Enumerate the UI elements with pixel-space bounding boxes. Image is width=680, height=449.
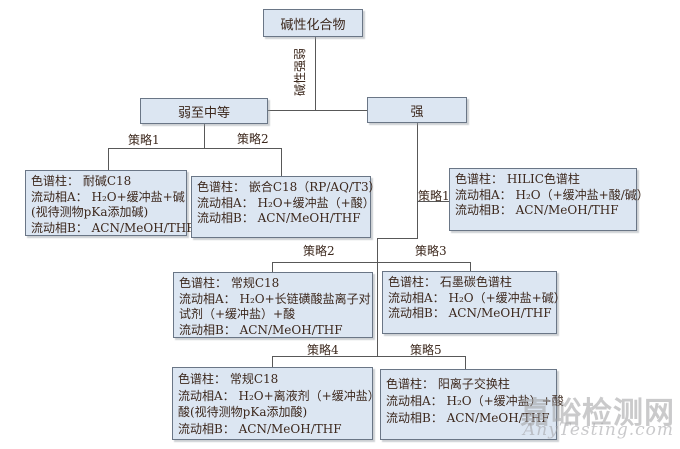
node-weak-to-medium: 弱至中等: [140, 98, 268, 124]
connector-line: [268, 110, 367, 111]
connector-line: [315, 37, 316, 110]
connector-line: [272, 262, 273, 272]
connector-line: [377, 238, 378, 356]
method-line: 流动相B： ACN/MeOH/THF: [386, 411, 550, 425]
connector-line: [465, 356, 466, 369]
connector-line: [204, 124, 205, 148]
connector-line: [470, 262, 471, 271]
method-box-regular-c18-chaotrope: 色谱柱： 常规C18 流动相A： H₂O+离液剂（+缓冲盐）+ 酸(视待测物pK…: [172, 367, 390, 440]
method-line: (视待测物pKa添加碱): [31, 205, 149, 219]
strategy-label-strong-5: 策略5: [410, 343, 442, 357]
node-basic-compound-label: 碱性化合物: [280, 17, 346, 33]
method-line: 色谱柱： 耐碱C18: [31, 174, 132, 188]
method-line: 试剂（+缓冲盐）+酸: [179, 307, 296, 321]
connector-line: [272, 262, 470, 263]
strategy-label-strong-1: 策略1: [418, 189, 450, 203]
method-line: 色谱柱： 阳离子交换柱: [386, 377, 510, 391]
connector-line: [272, 356, 273, 367]
connector-line: [417, 123, 418, 239]
method-line: 流动相A： H₂O（+缓冲盐+酸/碱）: [455, 187, 649, 202]
node-strong-label: 强: [410, 104, 424, 120]
watermark-domain: AnyTesting.com: [523, 420, 675, 440]
strategy-label-weak-2: 策略2: [237, 132, 269, 146]
method-line: 流动相B： ACN/MeOH/THF: [178, 421, 342, 436]
method-line: 流动相A： H₂O（+缓冲盐+碱）: [388, 290, 566, 305]
method-box-regular-c18-ion-pair: 色谱柱： 常规C18 流动相A： H₂O+长链磺酸盐离子对 试剂（+缓冲盐）+酸…: [173, 272, 373, 338]
method-line: 色谱柱： 嵌合C18（RP/AQ/T3）: [197, 180, 381, 194]
method-line: 流动相A： H₂O（+缓冲盐）+酸: [386, 394, 564, 408]
connector-line: [377, 238, 418, 239]
method-line: 色谱柱： 常规C18: [179, 276, 280, 290]
method-line: 流动相B： ACN/MeOH/THF: [388, 306, 552, 320]
method-line: 流动相B： ACN/MeOH/THF: [197, 211, 361, 225]
strategy-label-strong-3: 策略3: [415, 244, 447, 258]
method-line: 流动相B： ACN/MeOH/THF: [31, 220, 195, 235]
connector-line: [108, 148, 109, 170]
method-line: 流动相A： H₂O+长链磺酸盐离子对: [179, 291, 371, 306]
method-box-alkali-resistant-c18: 色谱柱： 耐碱C18 流动相A： H₂O+缓冲盐+碱 (视待测物pKa添加碱) …: [25, 170, 195, 236]
node-strong: 强: [367, 97, 467, 123]
method-line: 流动相A： H₂O+缓冲盐+碱: [31, 189, 185, 204]
basicity-axis-label: 碱性强弱: [293, 48, 307, 97]
connector-line: [281, 148, 282, 176]
method-box-hybrid-c18: 色谱柱： 嵌合C18（RP/AQ/T3） 流动相A： H₂O+缓冲盐（+酸） 流…: [191, 176, 381, 238]
method-line: 流动相B： ACN/MeOH/THF: [455, 203, 619, 217]
method-line: 色谱柱： 常规C18: [178, 372, 279, 386]
method-line: 流动相A： H₂O+缓冲盐（+酸）: [197, 195, 375, 210]
strategy-label-strong-2: 策略2: [303, 244, 335, 258]
method-box-hilic: 色谱柱： HILIC色谱柱 流动相A： H₂O（+缓冲盐+酸/碱） 流动相B： …: [449, 168, 649, 231]
method-box-graphite-carbon: 色谱柱： 石墨碳色谱柱 流动相A： H₂O（+缓冲盐+碱） 流动相B： ACN/…: [382, 271, 566, 334]
strategy-label-weak-1: 策略1: [128, 133, 160, 147]
strategy-label-strong-4: 策略4: [307, 343, 339, 357]
method-box-cation-exchange: 色谱柱： 阳离子交换柱 流动相A： H₂O（+缓冲盐）+酸 流动相B： ACN/…: [380, 369, 564, 440]
method-line: 酸(视待测物pKa添加酸): [178, 405, 308, 419]
connector-line: [272, 356, 465, 357]
method-line: 流动相B： ACN/MeOH/THF: [179, 322, 343, 337]
method-line: 流动相A： H₂O+离液剂（+缓冲盐）+: [178, 388, 390, 403]
connector-line: [417, 201, 449, 202]
connector-line: [108, 148, 281, 149]
node-weak-to-medium-label: 弱至中等: [177, 105, 230, 121]
method-line: 色谱柱： 石墨碳色谱柱: [388, 275, 512, 289]
method-line: 色谱柱： HILIC色谱柱: [455, 172, 580, 186]
node-basic-compound: 碱性化合物: [263, 9, 363, 37]
watermark-site-name: 嘉峪检测网: [520, 396, 675, 431]
